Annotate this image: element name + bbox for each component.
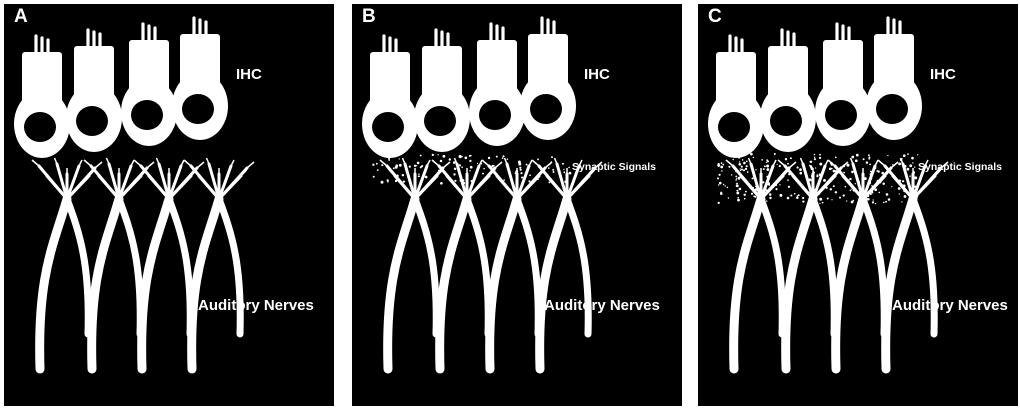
hair-cell-nucleus	[76, 106, 108, 136]
hair-cell-nucleus	[876, 94, 908, 124]
hair-cell-nucleus	[718, 112, 750, 142]
hair-cell-nucleus	[825, 100, 857, 130]
panel-c-ihc-label: IHC	[930, 66, 956, 83]
inner-hair-cell	[66, 28, 122, 152]
panel-c-synaptic-signals-label: Synaptic Signals	[918, 161, 1002, 173]
hair-cell-nucleus	[479, 100, 511, 130]
inner-hair-cell	[708, 34, 764, 158]
panel-c-letter: C	[708, 6, 722, 28]
panel-a: A IHC Auditory Nerves	[4, 4, 334, 406]
inner-hair-cell	[121, 22, 177, 146]
panel-b-letter: B	[362, 6, 376, 28]
inner-hair-cell	[469, 22, 525, 146]
hair-cell-nucleus	[131, 100, 163, 130]
inner-hair-cell	[760, 28, 816, 152]
inner-hair-cell	[172, 16, 228, 140]
inner-hair-cell	[362, 34, 418, 158]
panel-b: B IHC Synaptic Signals Auditory Nerves	[352, 4, 682, 406]
panel-a-auditory-nerves-label: Auditory Nerves	[198, 297, 314, 314]
inner-hair-cell	[815, 22, 871, 146]
synaptic-signal-dots	[717, 153, 918, 205]
hair-cell-nucleus	[372, 112, 404, 142]
panel-c-auditory-nerves-label: Auditory Nerves	[892, 297, 1008, 314]
hair-cell-nucleus	[424, 106, 456, 136]
auditory-nerve-fiber	[532, 158, 602, 369]
panel-b-synaptic-signals-label: Synaptic Signals	[572, 161, 656, 173]
hair-cell-nucleus	[770, 106, 802, 136]
panel-a-illustration	[4, 4, 334, 406]
panel-b-ihc-label: IHC	[584, 66, 610, 83]
panel-a-letter: A	[14, 6, 28, 28]
inner-hair-cell	[414, 28, 470, 152]
panel-b-auditory-nerves-label: Auditory Nerves	[544, 297, 660, 314]
panel-b-illustration	[352, 4, 682, 406]
hair-cell-nucleus	[530, 94, 562, 124]
panel-a-ihc-label: IHC	[236, 66, 262, 83]
panel-c: C IHC Synaptic Signals Auditory Nerves	[698, 4, 1018, 406]
panel-c-illustration	[698, 4, 1018, 406]
hair-cell-nucleus	[182, 94, 214, 124]
inner-hair-cell	[14, 34, 70, 158]
auditory-nerve-fiber	[184, 158, 254, 369]
inner-hair-cell	[866, 16, 922, 140]
inner-hair-cell	[520, 16, 576, 140]
hair-cell-nucleus	[24, 112, 56, 142]
auditory-nerve-fiber	[878, 158, 948, 369]
